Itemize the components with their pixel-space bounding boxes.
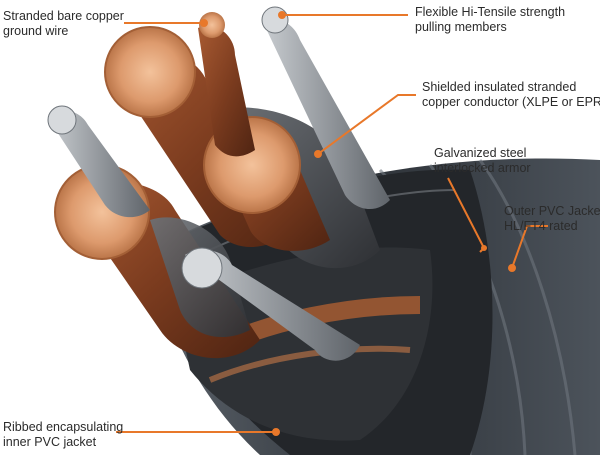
strength-member-bottom [181,247,360,361]
callout-outer-jacket-line1: Outer PVC Jacket [504,204,600,218]
callout-inner-jacket-line2: inner PVC jacket [3,435,97,449]
strength-member-left [47,105,150,218]
callout-conductor: Shielded insulated stranded copper condu… [422,80,600,110]
callout-inner-jacket-line1: Ribbed encapsulating [3,420,124,434]
callout-armor-line2: interlocked armor [434,161,531,175]
callout-ground-wire: Stranded bare copper ground wire [3,9,124,39]
callout-inner-jacket: Ribbed encapsulating inner PVC jacket [3,420,123,450]
callout-outer-jacket: Outer PVC Jacket HL/FT4 rated [504,204,600,234]
callout-outer-jacket-line2: HL/FT4 rated [504,219,578,233]
callout-conductor-line1: Shielded insulated stranded [422,80,577,94]
callout-ground-wire-line2: ground wire [3,24,69,38]
callout-strength-members-line1: Flexible Hi-Tensile strength [415,5,566,19]
callout-ground-wire-line1: Stranded bare copper [3,9,124,23]
callout-strength-members: Flexible Hi-Tensile strength pulling mem… [415,5,565,35]
ground-wire [198,12,255,157]
callout-armor-line1: Galvanized steel [434,146,527,160]
callout-strength-members-line2: pulling members [415,20,507,34]
callout-armor: Galvanized steel interlocked armor [434,146,531,176]
callout-conductor-line2: copper conductor (XLPE or EPR) [422,95,600,109]
